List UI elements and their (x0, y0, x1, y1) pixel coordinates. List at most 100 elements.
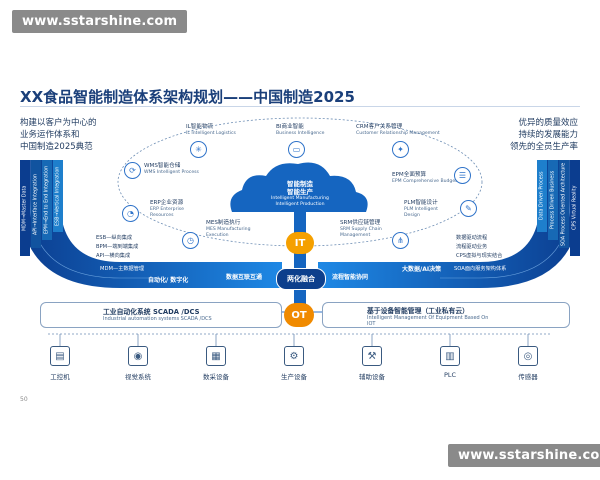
node-wms-title: WMS智能仓储 (144, 163, 181, 169)
right-hlabel: 流程驱动业务 (456, 244, 488, 250)
cloud-shape (230, 162, 368, 212)
left-note-line: 构建以客户为中心的 (20, 118, 97, 128)
right-vbar: Data Driven Process (537, 160, 547, 232)
device-data-acquisition: ▦ 数采设备 (191, 346, 241, 381)
device-label: PLC (443, 371, 457, 379)
left-vbar: ESB→Vertical Integration (53, 160, 63, 232)
wms-icon: ⟳ (124, 162, 141, 179)
device-label: 传感器 (518, 373, 538, 381)
iot-box: 基于设备智能管理（工业私有云） Intelligent Management O… (322, 302, 570, 328)
right-note-line: 领先的全员生产率 (510, 142, 579, 152)
right-note-line: 优异的质量效应 (518, 118, 579, 128)
node-srm-sub-1: SRM Supply Chain (340, 227, 382, 232)
node-epm-title: EPM全面预算 (392, 172, 427, 178)
erp-icon: ◔ (122, 205, 139, 222)
ot-badge: OT (284, 303, 314, 327)
left-arc-stripe (29, 160, 160, 279)
left-note: 构建以客户为中心的 业务运作体系和 中国制造2025典范 (20, 117, 97, 153)
device-label: 数采设备 (203, 373, 229, 381)
device-sensor: ◎ 传感器 (503, 346, 553, 381)
node-plm: PLM智能设计 PLM Intelligent Design (404, 200, 438, 219)
device-vision-system: ◉ 视觉系统 (113, 346, 163, 381)
device-label: 工控机 (50, 373, 70, 381)
node-erp-title: ERP企业资源 (150, 200, 184, 206)
logistics-icon: ✳ (190, 141, 207, 158)
left-note-line: 中国制造2025典范 (20, 142, 93, 152)
node-plm-sub-2: Design (404, 213, 420, 218)
device-industrial-pc: ▤ 工控机 (35, 346, 85, 381)
page-title: XX食品智能制造体系架构规划——中国制造2025 (20, 88, 355, 106)
iot-title: 基于设备智能管理（工业私有云） (367, 307, 469, 315)
node-plm-title: PLM智能设计 (404, 200, 438, 206)
auxiliary-device-icon: ⚒ (362, 346, 382, 366)
band-bigdata-ai: 大数据/AI决策 (402, 266, 442, 273)
left-hlabel: API—横向集成 (96, 253, 131, 259)
device-label: 视觉系统 (125, 373, 151, 381)
left-hlabel: BPM—端到端集成 (96, 244, 139, 250)
band-process-collab: 流程智能协同 (332, 274, 369, 281)
design-icon: ✎ (460, 200, 477, 217)
node-erp-sub-1: ERP Enterprise (150, 207, 184, 212)
right-vbar: SOA Process Oriented Architecture (559, 160, 569, 248)
left-hlabel-on-band: MDM—主数据管理 (100, 266, 145, 272)
vision-system-icon: ◉ (128, 346, 148, 366)
left-vbar: MDM→Master Data (20, 160, 30, 256)
node-srm: SRM供应链管理 SRM Supply Chain Management (340, 220, 382, 239)
iot-sub-2: IOT (367, 321, 376, 327)
node-bi-title: BI商业智能 (276, 124, 304, 130)
iot-sub-1: Intelligent Management Of Equipment Base… (367, 315, 489, 321)
band-automation: 自动化/ 数字化 (148, 277, 189, 284)
industrial-pc-icon: ▤ (50, 346, 70, 366)
right-arc-band (318, 160, 580, 288)
scada-sub: Industrial automation systems SCADA /DCS (103, 316, 212, 322)
bulb-icon: ✦ (392, 141, 409, 158)
left-hlabel: ESB—纵向集成 (96, 235, 133, 241)
node-wms: WMS智能仓储 WMS Intelligent Process (144, 163, 199, 176)
node-bi: BI商业智能 Business Intelligence (276, 124, 324, 137)
node-epm: EPM全面预算 EPM Comprehensive Budget (392, 172, 457, 185)
cloud-title-1: 智能制造 (287, 180, 313, 188)
device-label: 辅助设备 (359, 373, 385, 381)
right-hlabel-on-band: SOA面向服务架构体系 (454, 266, 507, 272)
cloud-sub-2: Intelligent Production (275, 202, 325, 207)
device-label: 生产设备 (281, 373, 307, 381)
left-arc-band (20, 160, 282, 288)
node-mes: MES制造执行 MES Manufacturing Execution (206, 220, 251, 239)
node-mes-sub-2: Execution (206, 233, 229, 238)
node-crm-title: CRM客户关系管理 (356, 124, 403, 130)
node-il: IL智能物流 IL Intelligent Logistics (186, 124, 236, 137)
right-vbar: CPS Virtual Reality (570, 160, 580, 256)
node-mes-title: MES制造执行 (206, 220, 241, 226)
device-auxiliary: ⚒ 辅助设备 (347, 346, 397, 381)
sensor-icon: ◎ (518, 346, 538, 366)
node-mes-sub-1: MES Manufacturing (206, 227, 251, 232)
device-production: ⚙ 生产设备 (269, 346, 319, 381)
plc-icon: ▥ (440, 346, 460, 366)
scada-box-text: 工业自动化系统 SCADA /DCS Industrial automation… (103, 306, 212, 322)
iot-box-text: 基于设备智能管理（工业私有云） Intelligent Management O… (367, 305, 488, 327)
scada-title: 工业自动化系统 SCADA /DCS (103, 308, 200, 316)
node-erp-sub-2: Resources (150, 213, 174, 218)
node-epm-sub: EPM Comprehensive Budget (392, 179, 457, 184)
node-srm-sub-2: Management (340, 233, 371, 238)
node-il-sub: IL Intelligent Logistics (186, 131, 236, 136)
node-bi-sub: Business Intelligence (276, 131, 325, 136)
bi-chart-icon: ▭ (288, 141, 305, 158)
right-hlabel: CPS虚拟与现实结合 (456, 253, 503, 259)
left-vbar: API→Interface Integration (31, 160, 41, 248)
cloud-sub-1: Intelligent Manufacturing (271, 196, 329, 201)
page-number: 50 (20, 396, 28, 403)
left-note-line: 业务运作体系和 (20, 130, 80, 140)
right-arc-stripe (440, 160, 571, 279)
node-il-title: IL智能物流 (186, 124, 214, 130)
watermark-bottom: www.sstarshine.com (448, 444, 600, 467)
node-erp: ERP企业资源 ERP Enterprise Resources (150, 200, 184, 219)
right-hlabel: 数据驱动流程 (456, 235, 488, 241)
it-badge: IT (286, 232, 314, 254)
node-crm: CRM客户关系管理 Customer Relationship Manageme… (356, 124, 440, 137)
mes-icon: ◷ (182, 232, 199, 249)
budget-icon: ☰ (454, 167, 471, 184)
node-plm-sub-1: PLM Intelligent (404, 207, 438, 212)
production-machine-icon: ⚙ (284, 346, 304, 366)
